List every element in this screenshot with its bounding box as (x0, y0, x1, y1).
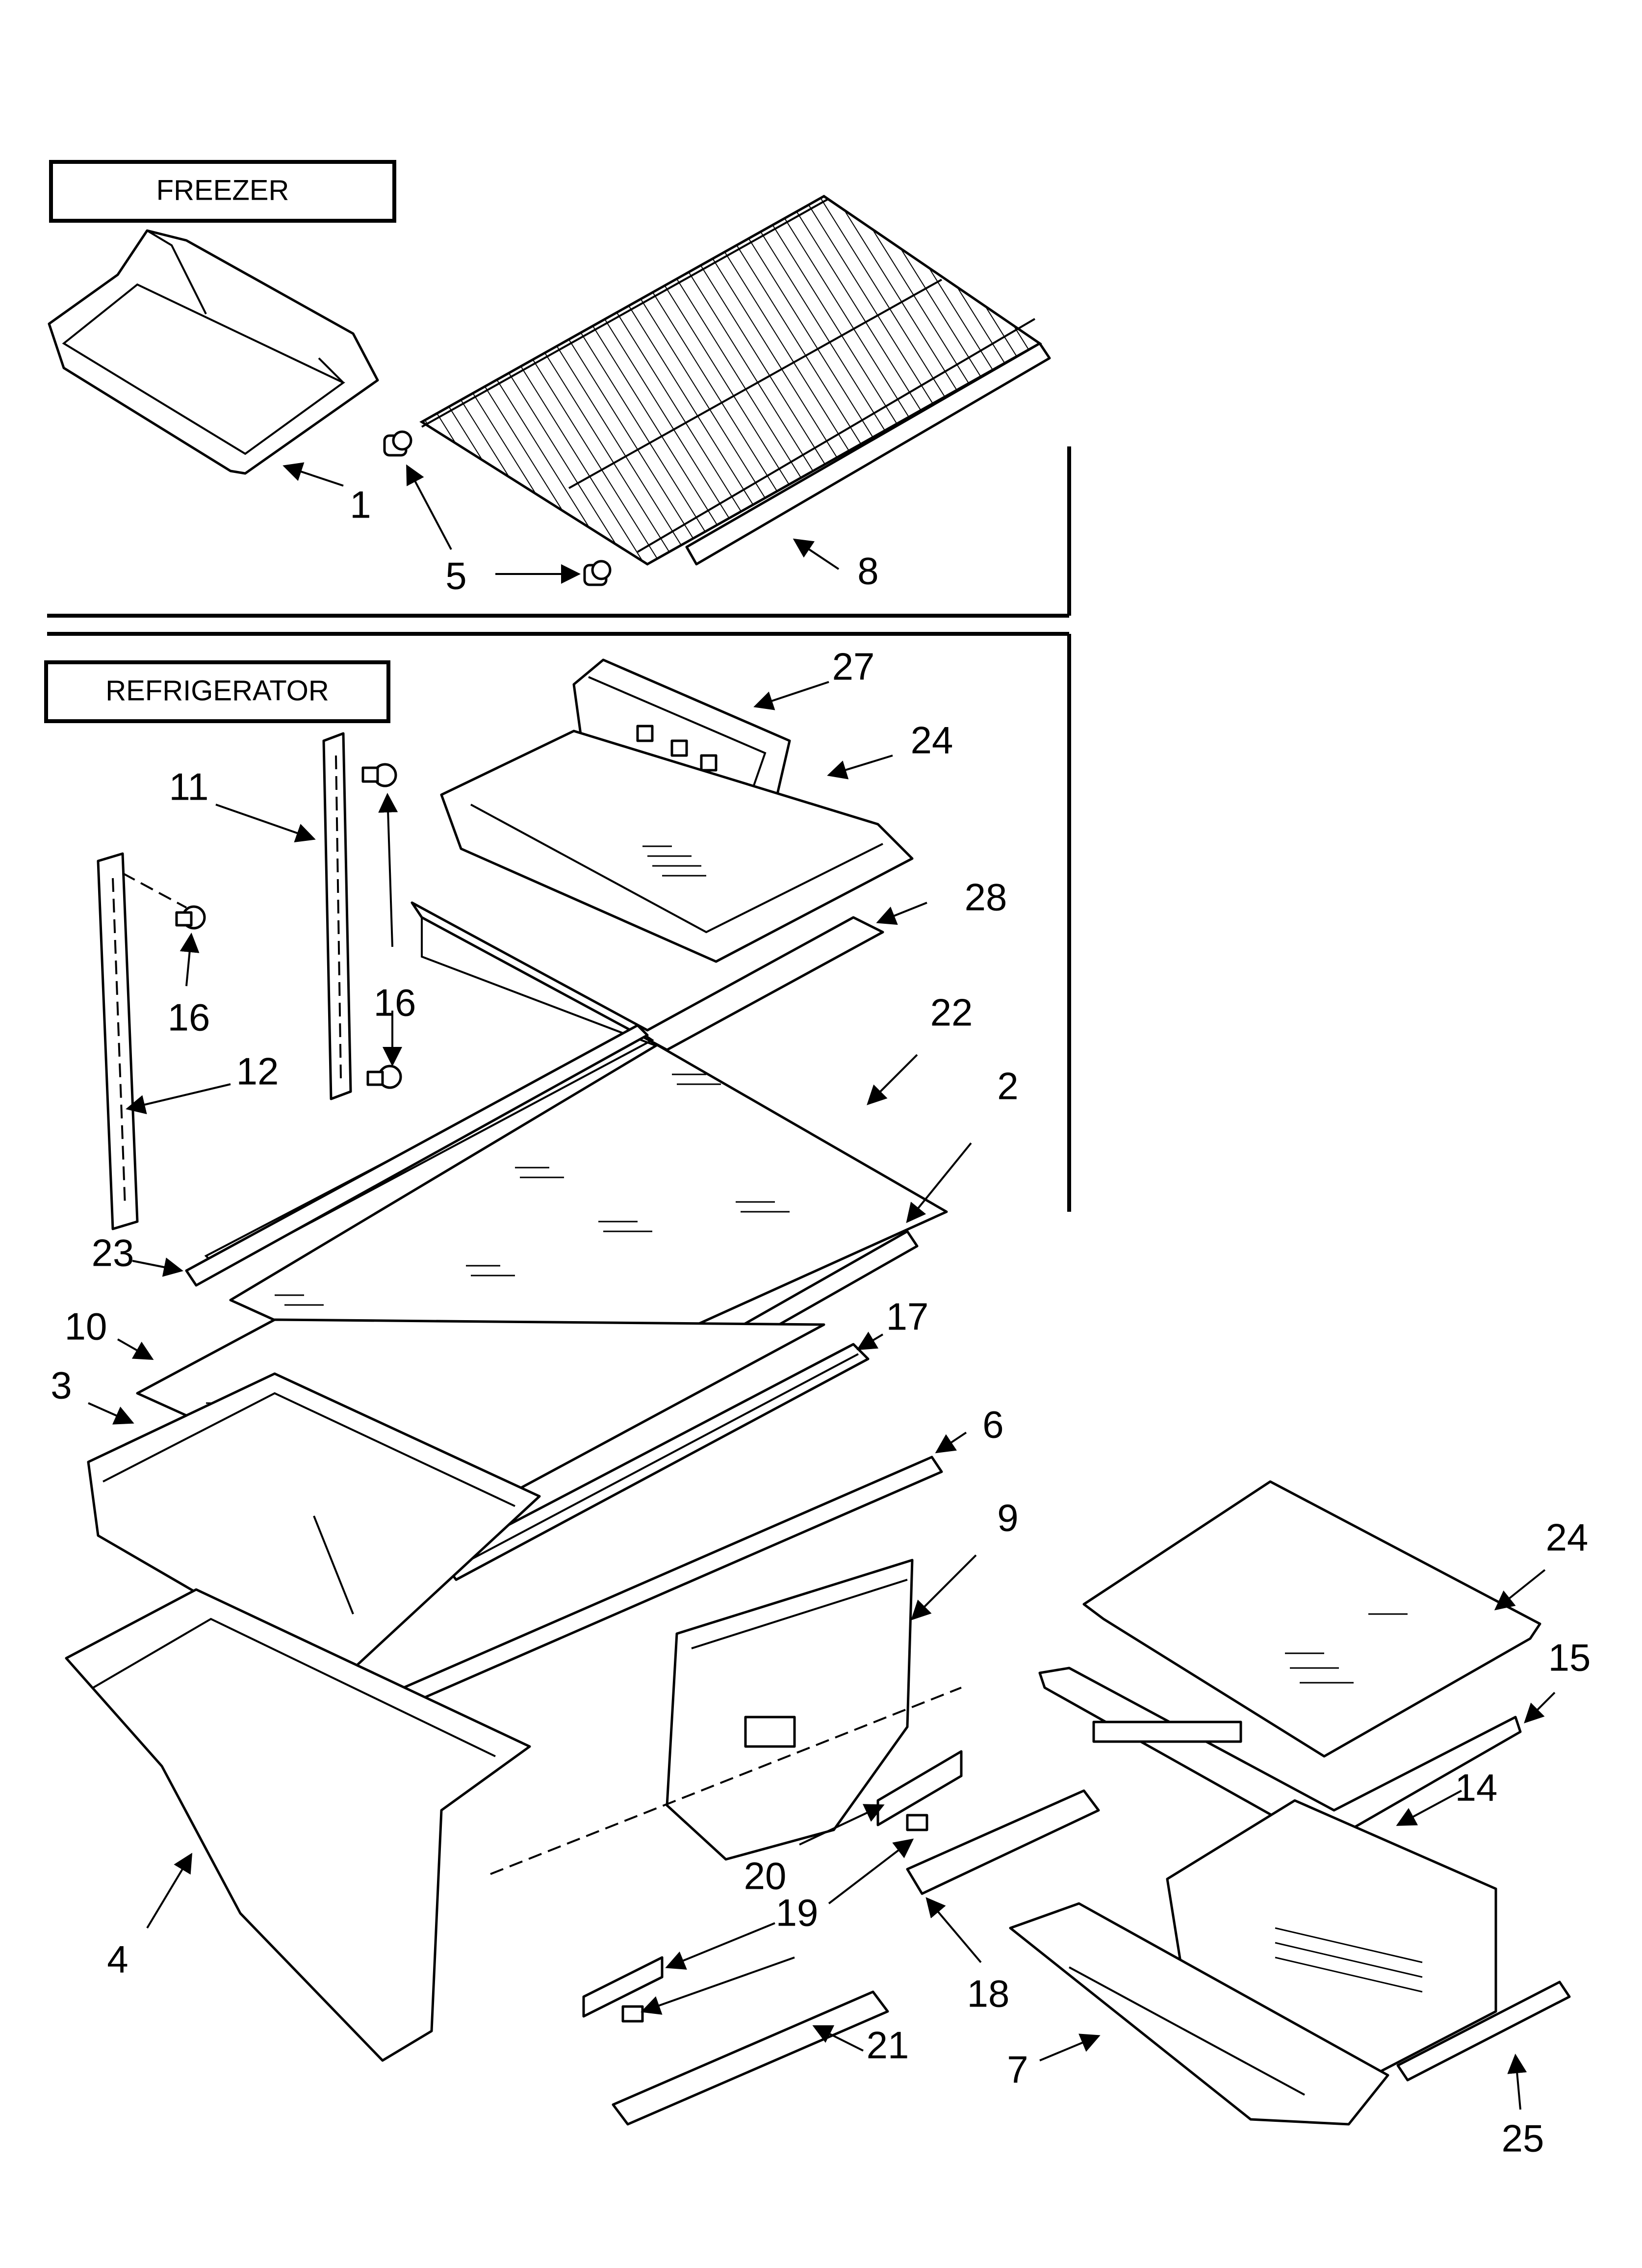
callout-10: 10 (65, 1305, 107, 1348)
slide-bracket-right (876, 1750, 963, 1831)
crisper-frame-upper (410, 901, 884, 1051)
pan-handle-left (612, 1990, 889, 2126)
svg-text:FREEZER: FREEZER (156, 174, 289, 206)
callout-20: 20 (744, 1854, 787, 1898)
crisper-cover-upper (440, 730, 914, 963)
callout-5: 5 (445, 554, 466, 598)
freezer-section-label: FREEZER (49, 160, 396, 223)
callout-15: 15 (1548, 1636, 1591, 1679)
slide-bracket-left (582, 1956, 664, 2023)
callout-9: 9 (997, 1496, 1018, 1539)
drawer-trim (1396, 1981, 1571, 2082)
crisper-frame-lower (87, 1372, 541, 1679)
callout-22: 22 (930, 991, 973, 1034)
crisper-cover-right (1082, 1480, 1541, 1758)
alignment-line (490, 1687, 962, 1875)
callout-3: 3 (51, 1364, 72, 1407)
callout-18: 18 (967, 1972, 1010, 2015)
screw-upper (361, 763, 397, 787)
callout-7: 7 (1007, 2048, 1028, 2091)
drawer-track (1009, 1902, 1389, 2126)
freezer-wire-shelf (419, 195, 1051, 566)
callout-6: 6 (982, 1403, 1003, 1446)
callout-25: 25 (1502, 2117, 1544, 2160)
callout-12: 12 (236, 1050, 279, 1093)
screw-lower (366, 1065, 402, 1089)
callout-19: 19 (776, 1891, 819, 1934)
refrigerator-section-label: REFRIGERATOR (44, 660, 390, 723)
shelf-ladder-right (322, 732, 352, 1100)
freezer-basket (48, 229, 379, 475)
callout-numbers: 1 5 8 27 24 11 28 16 16 22 12 2 23 10 17… (51, 483, 1591, 2160)
crisper-pan-right (666, 1559, 914, 1861)
callout-27: 27 (832, 645, 875, 688)
callout-24-upper: 24 (911, 719, 953, 762)
callout-24-lower: 24 (1546, 1516, 1589, 1559)
screw-middle (175, 905, 206, 930)
shelf-front-trim (185, 1024, 649, 1287)
callout-11: 11 (169, 765, 209, 808)
leader-lines (88, 462, 1556, 2110)
shelf-ladder-left (97, 852, 187, 1230)
callout-16-right: 16 (374, 981, 416, 1024)
callout-28: 28 (965, 876, 1007, 919)
svg-text:REFRIGERATOR: REFRIGERATOR (105, 675, 329, 706)
callout-21: 21 (867, 2024, 909, 2067)
shelf-stud-upper (383, 430, 412, 457)
callout-2: 2 (997, 1065, 1018, 1108)
shelf-stud-lower (583, 560, 612, 586)
callout-23: 23 (92, 1231, 134, 1275)
callout-8: 8 (857, 549, 878, 593)
callout-17: 17 (886, 1295, 929, 1338)
callout-14: 14 (1455, 1766, 1498, 1809)
crisper-frame-right (1038, 1667, 1522, 1846)
crisper-pan-left (65, 1588, 531, 2062)
callout-16-left: 16 (168, 996, 210, 1039)
pan-handle-right (906, 1789, 1100, 1895)
callout-4: 4 (107, 1938, 128, 1981)
callout-1: 1 (350, 483, 371, 526)
section-divider (47, 446, 1071, 1212)
